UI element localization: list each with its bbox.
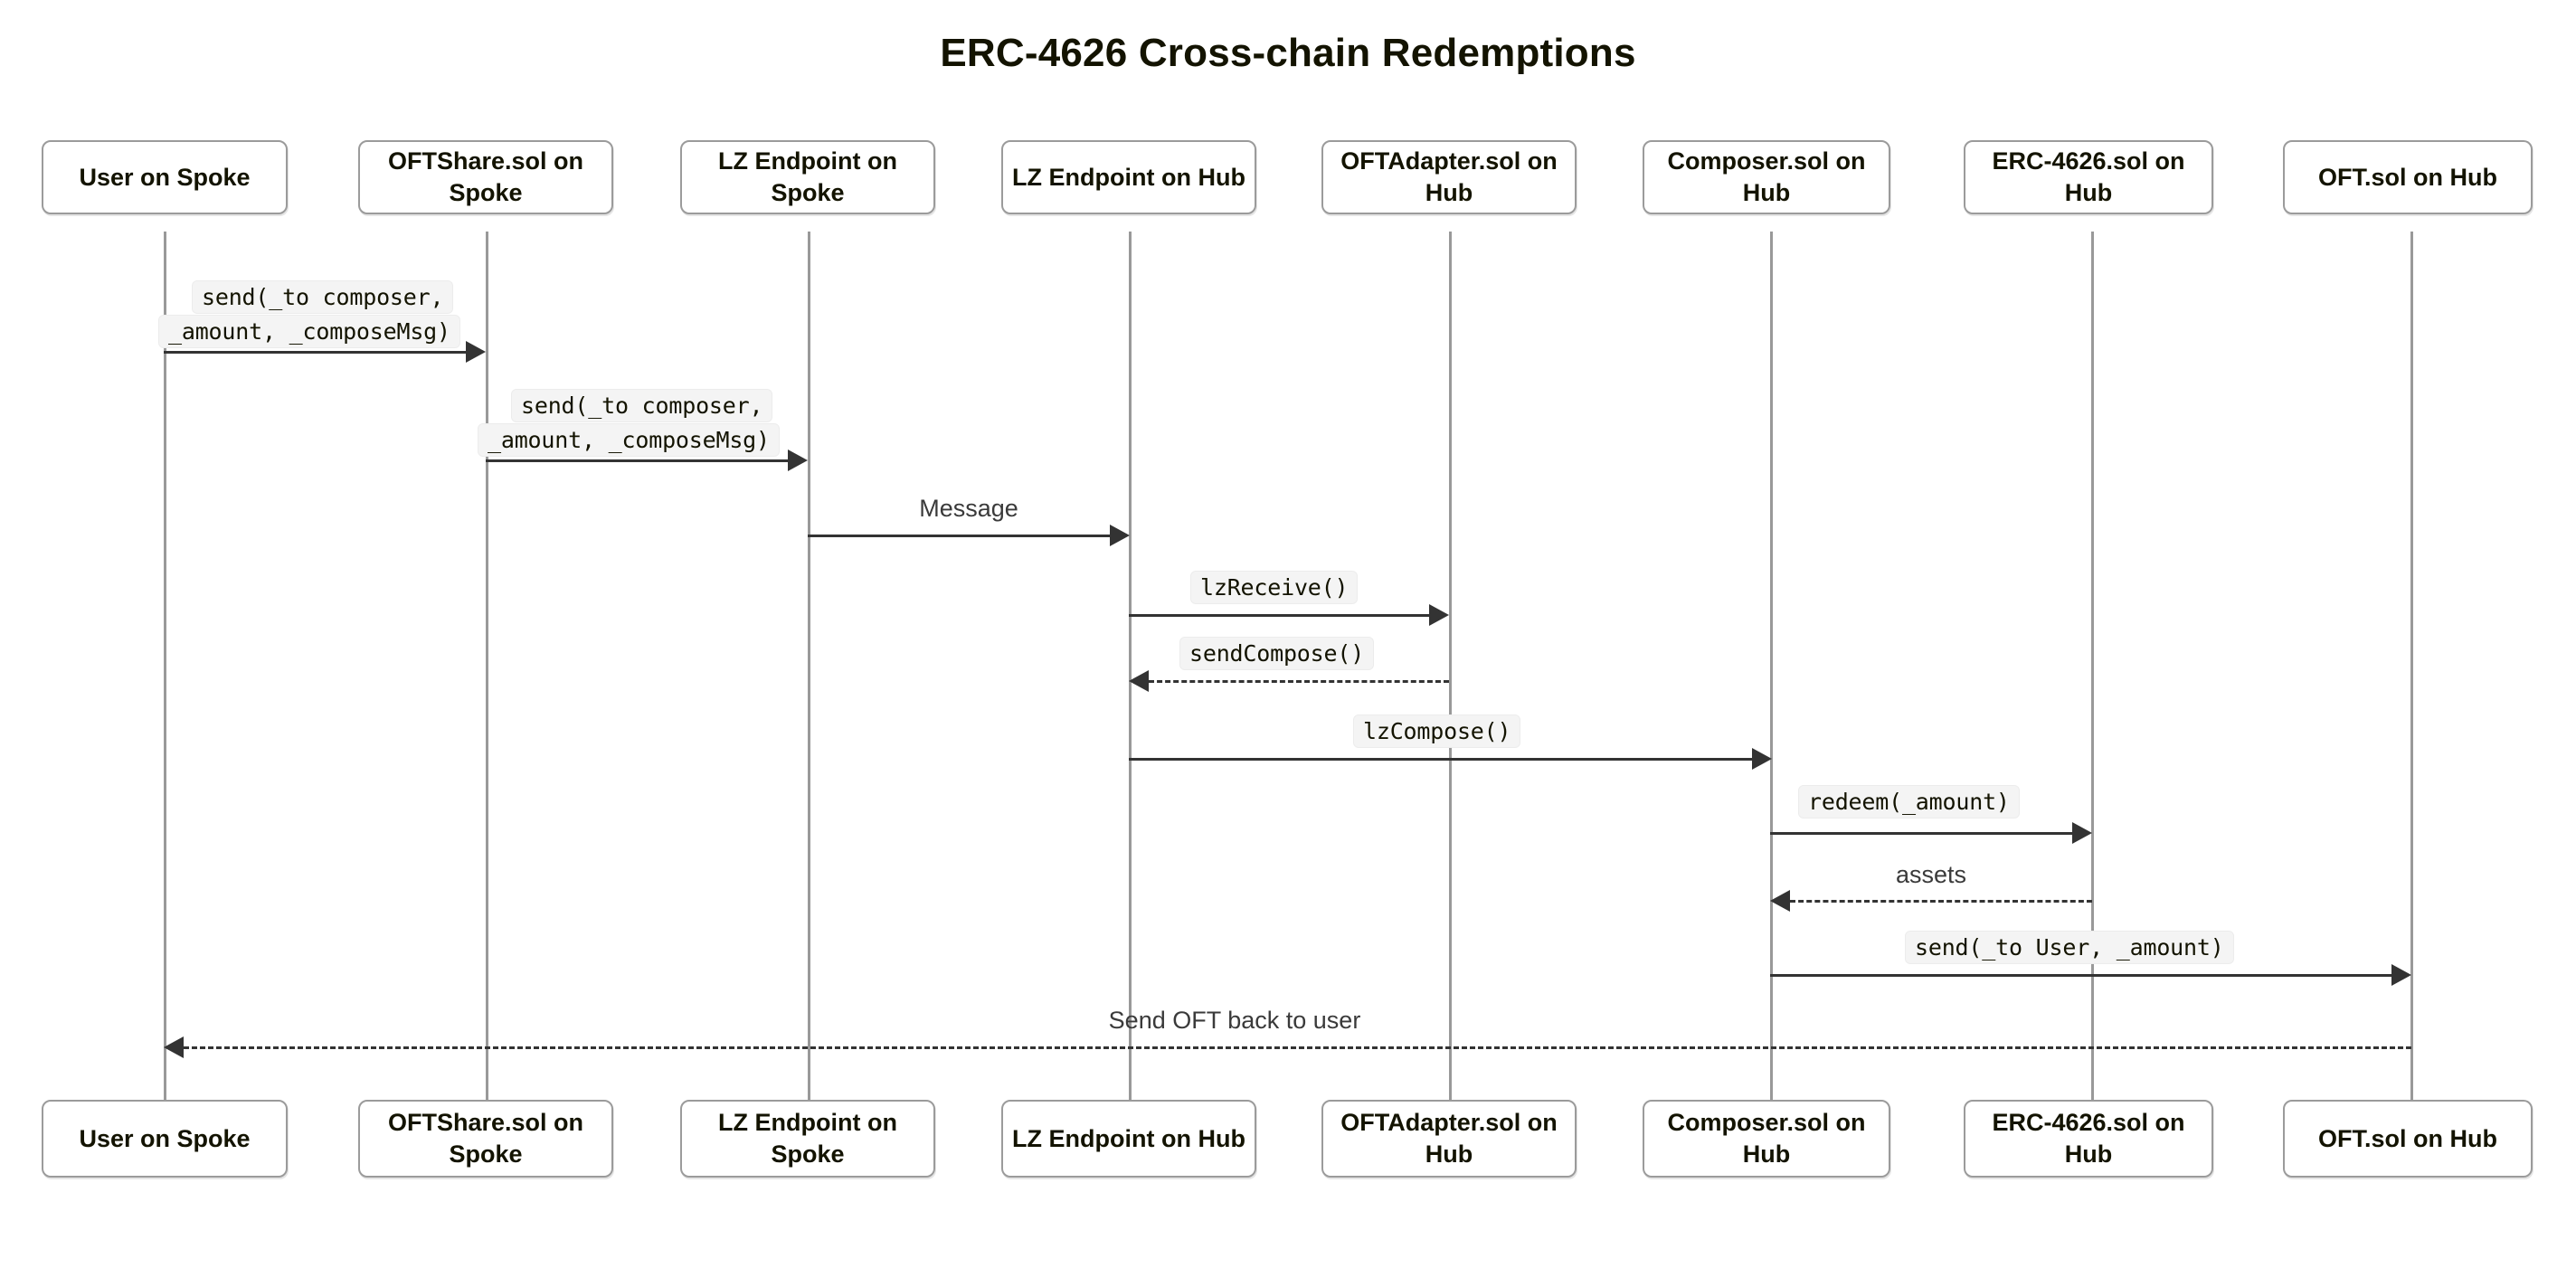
message-line [1770, 974, 2391, 977]
participant-top-oft[interactable]: OFT.sol on Hub [2283, 140, 2533, 214]
participant-label: LZ Endpoint on Hub [1012, 1124, 1245, 1152]
message-8-label: assets [1895, 861, 1967, 888]
message-line [486, 459, 788, 462]
message-line [184, 1046, 2411, 1049]
participant-bottom-lzspoke[interactable]: LZ Endpoint on Spoke [680, 1100, 935, 1178]
arrow-head-right-icon [2072, 822, 2092, 844]
arrow-head-right-icon [1110, 525, 1130, 546]
participant-label: LZ Endpoint on Spoke [718, 147, 897, 206]
participant-label: Composer.sol on Hub [1667, 1109, 1866, 1168]
page-title: ERC-4626 Cross-chain Redemptions [940, 31, 1636, 75]
arrow-head-left-icon [1129, 670, 1149, 692]
participant-label: OFT.sol on Hub [2318, 1124, 2497, 1152]
participant-top-erc4626[interactable]: ERC-4626.sol on Hub [1964, 140, 2213, 214]
message-line [164, 351, 466, 354]
participant-label: OFTAdapter.sol on Hub [1340, 147, 1558, 206]
participant-bottom-lzhub[interactable]: LZ Endpoint on Hub [1001, 1100, 1256, 1178]
message-10-label: Send OFT back to user [1108, 1007, 1361, 1034]
lifeline-lzspoke [808, 232, 810, 1100]
message-line [808, 535, 1110, 537]
message-line [1129, 614, 1429, 617]
message-1-label-line2: _amount, _composeMsg) [158, 315, 460, 348]
participant-label: OFTAdapter.sol on Hub [1340, 1109, 1558, 1168]
participant-bottom-user[interactable]: User on Spoke [42, 1100, 288, 1178]
participant-bottom-oftadapter[interactable]: OFTAdapter.sol on Hub [1321, 1100, 1577, 1178]
arrow-head-right-icon [466, 341, 486, 363]
participant-label: OFTShare.sol on Spoke [387, 147, 584, 206]
participant-label: ERC-4626.sol on Hub [1992, 147, 2185, 206]
participant-label: LZ Endpoint on Hub [1012, 163, 1245, 191]
message-2-label-line1: send(_to composer, [511, 389, 773, 422]
participant-label: LZ Endpoint on Spoke [718, 1109, 897, 1168]
message-3-label: Message [919, 495, 1018, 522]
lifeline-oft [2410, 232, 2413, 1100]
participant-label: User on Spoke [79, 1124, 251, 1152]
message-6-label: lzCompose() [1353, 714, 1521, 748]
participant-top-oftadapter[interactable]: OFTAdapter.sol on Hub [1321, 140, 1577, 214]
arrow-head-right-icon [1429, 604, 1449, 626]
participant-bottom-erc4626[interactable]: ERC-4626.sol on Hub [1964, 1100, 2213, 1178]
message-7-label: redeem(_amount) [1798, 785, 2020, 819]
participant-top-oftshare[interactable]: OFTShare.sol on Spoke [358, 140, 613, 214]
message-9-label: send(_to User, _amount) [1905, 931, 2234, 964]
arrow-head-left-icon [164, 1036, 184, 1058]
lifeline-composer [1770, 232, 1773, 1100]
participant-label: User on Spoke [79, 163, 251, 191]
participant-top-composer[interactable]: Composer.sol on Hub [1643, 140, 1890, 214]
participant-bottom-oftshare[interactable]: OFTShare.sol on Spoke [358, 1100, 613, 1178]
lifeline-oftadapter [1449, 232, 1452, 1100]
arrow-head-right-icon [2391, 964, 2411, 986]
message-5-label: sendCompose() [1179, 637, 1375, 670]
participant-bottom-oft[interactable]: OFT.sol on Hub [2283, 1100, 2533, 1178]
participant-label: ERC-4626.sol on Hub [1992, 1109, 2185, 1168]
message-line [1770, 832, 2072, 835]
participant-top-lzhub[interactable]: LZ Endpoint on Hub [1001, 140, 1256, 214]
participant-label: Composer.sol on Hub [1667, 147, 1866, 206]
arrow-head-right-icon [1752, 748, 1772, 770]
participant-label: OFT.sol on Hub [2318, 163, 2497, 191]
lifeline-lzhub [1129, 232, 1132, 1100]
message-1-label-line1: send(_to composer, [192, 280, 454, 314]
lifeline-erc4626 [2091, 232, 2094, 1100]
participant-bottom-composer[interactable]: Composer.sol on Hub [1643, 1100, 1890, 1178]
message-line [1790, 900, 2092, 903]
participant-top-user[interactable]: User on Spoke [42, 140, 288, 214]
lifeline-user [164, 232, 166, 1100]
message-4-label: lzReceive() [1190, 571, 1359, 604]
message-line [1149, 680, 1449, 683]
message-2-label-line2: _amount, _composeMsg) [478, 423, 780, 457]
participant-label: OFTShare.sol on Spoke [387, 1109, 584, 1168]
arrow-head-left-icon [1770, 890, 1790, 912]
lifeline-oftshare [486, 232, 488, 1100]
message-line [1129, 758, 1752, 761]
arrow-head-right-icon [788, 449, 808, 471]
participant-top-lzspoke[interactable]: LZ Endpoint on Spoke [680, 140, 935, 214]
